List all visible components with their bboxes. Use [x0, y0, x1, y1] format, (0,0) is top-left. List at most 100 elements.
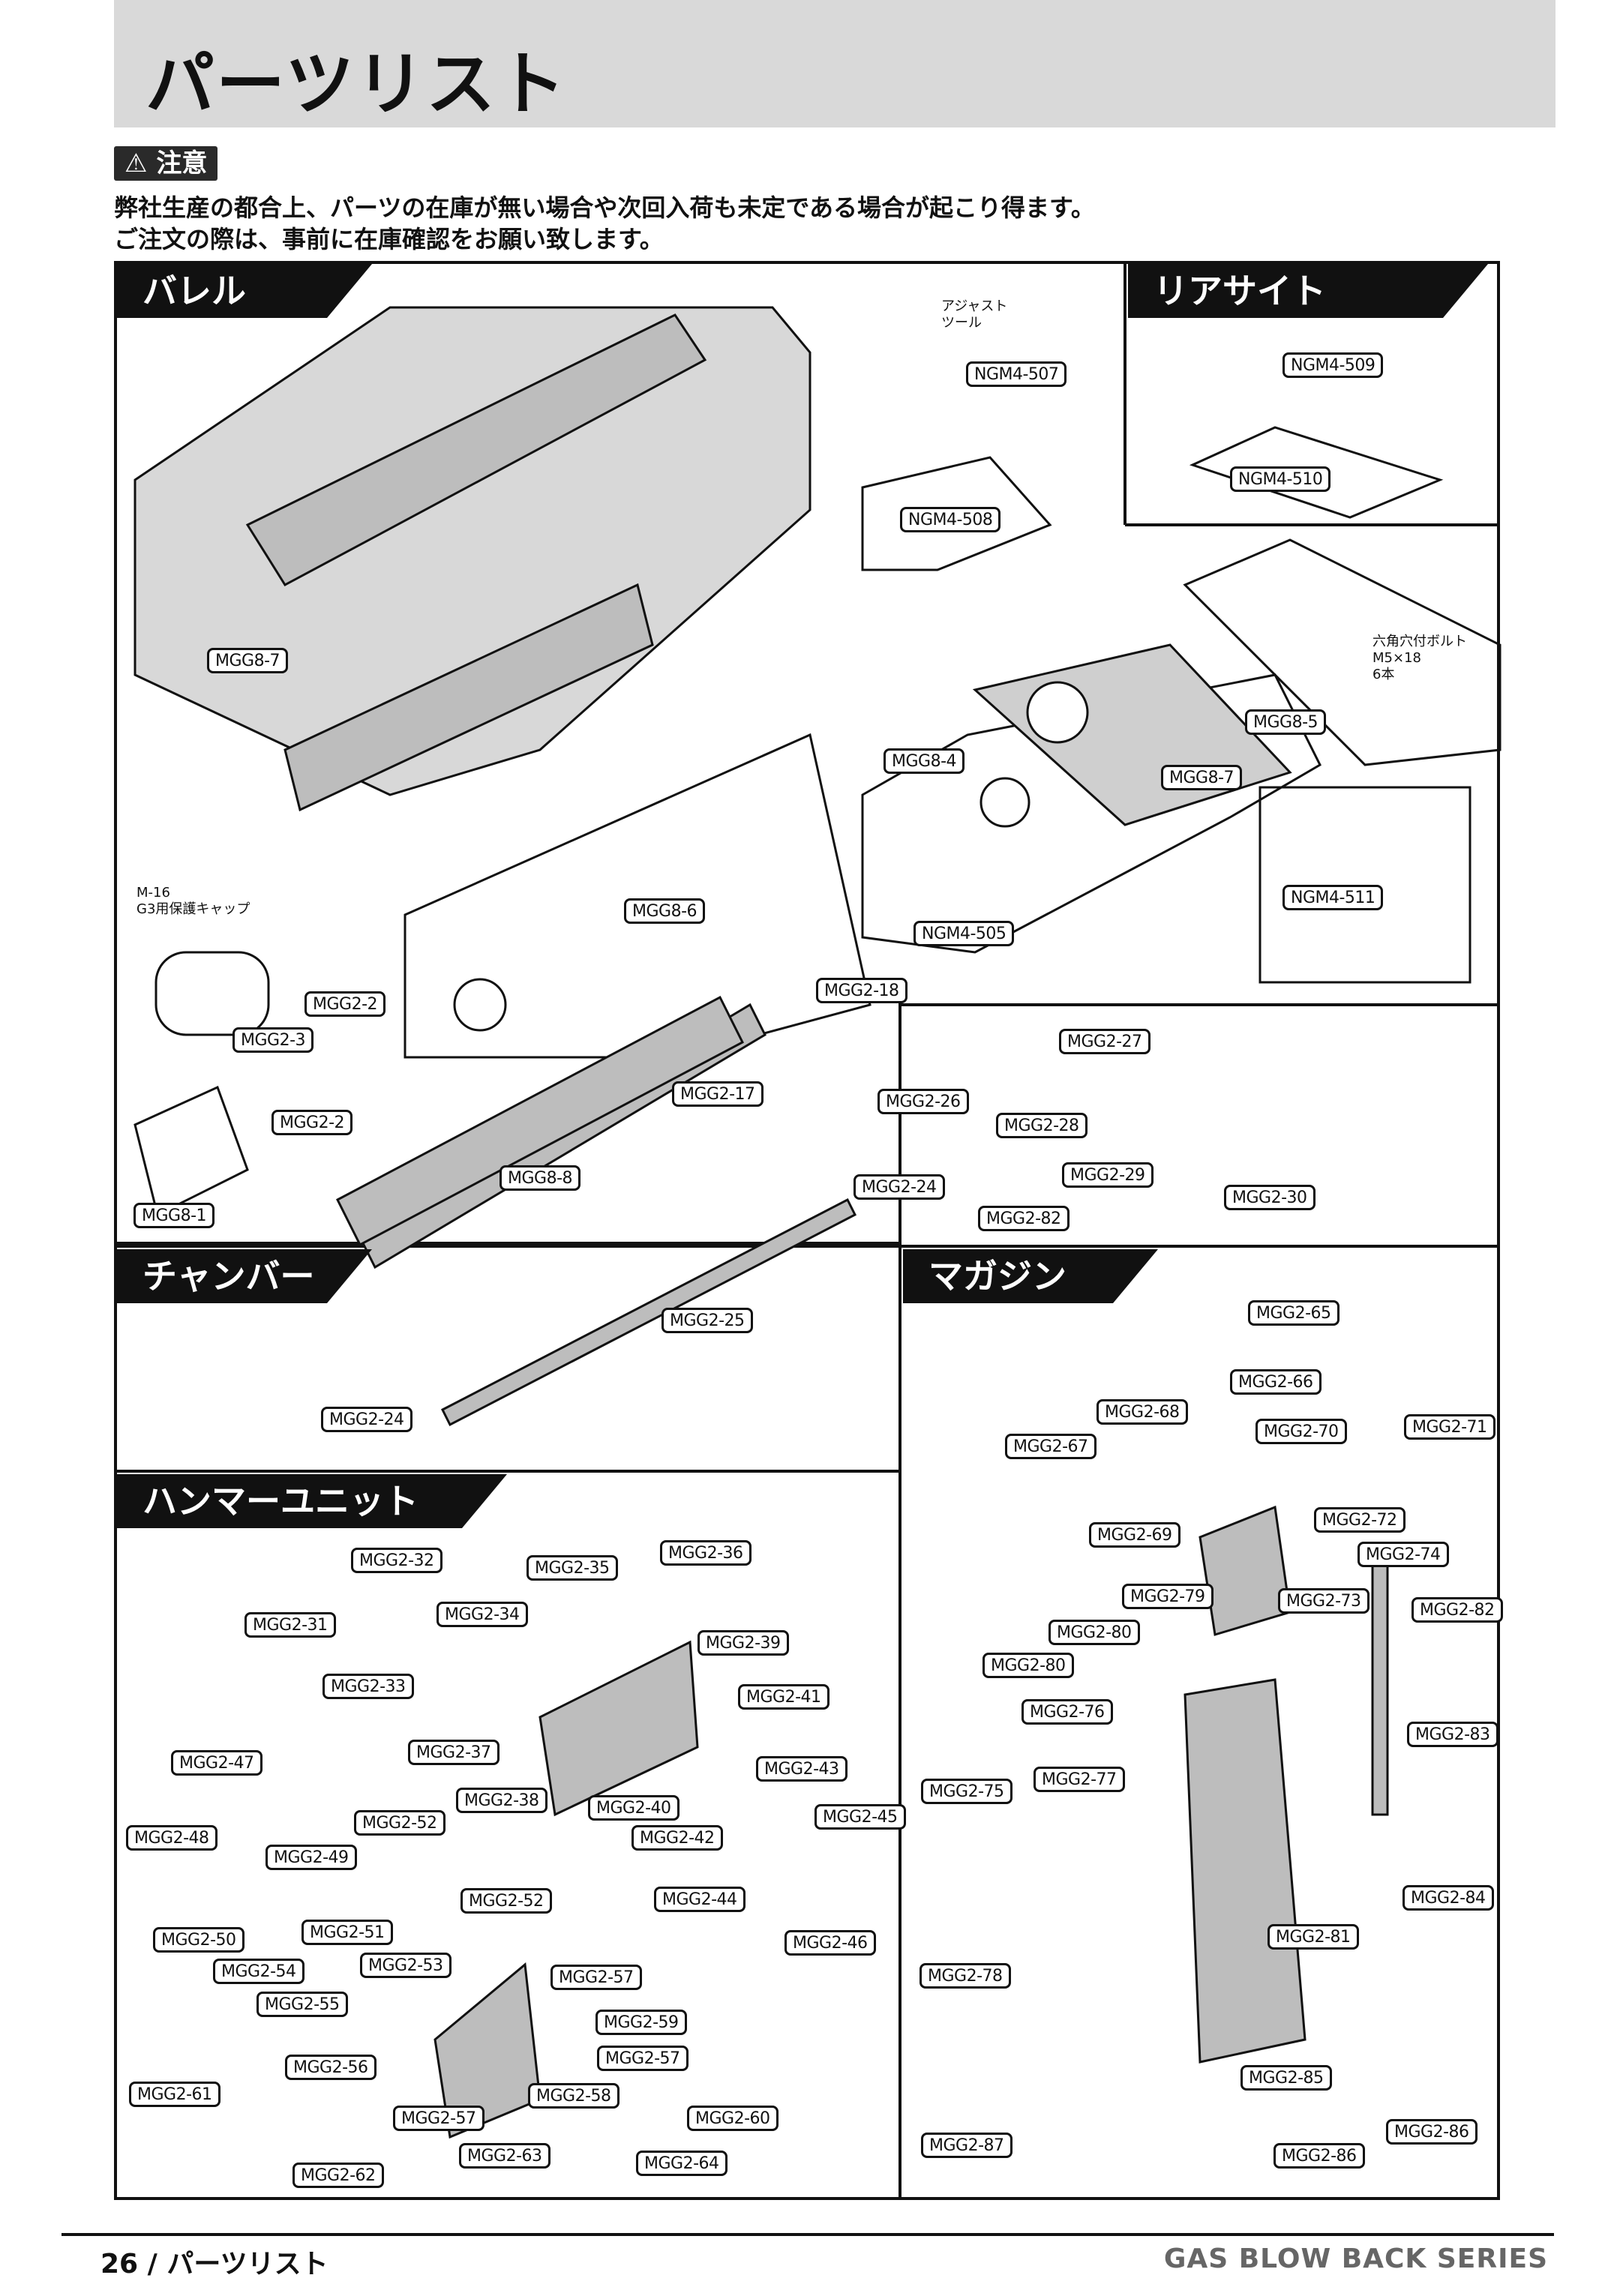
part-label: MGG2-24: [854, 1174, 945, 1200]
part-label: MGG2-61: [129, 2082, 220, 2107]
part-label: MGG2-41: [738, 1684, 830, 1710]
part-label: MGG2-80: [1048, 1620, 1140, 1645]
part-label: MGG8-5: [1245, 709, 1327, 735]
part-label: MGG2-40: [588, 1795, 680, 1821]
part-label: MGG2-53: [360, 1953, 452, 1978]
part-label: MGG2-3: [232, 1027, 314, 1053]
part-label: NGM4-509: [1282, 352, 1384, 378]
part-label: MGG2-24: [321, 1407, 412, 1432]
part-label: MGG2-27: [1059, 1029, 1150, 1054]
footer-series: GAS BLOW BACK SERIES: [1163, 2244, 1548, 2274]
note-hex-bolt: 六角穴付ボルト M5×18 6本: [1372, 634, 1467, 682]
part-label: MGG2-25: [662, 1308, 753, 1333]
part-label: MGG2-66: [1230, 1369, 1322, 1395]
parts-diagram-frame: [114, 261, 1500, 2200]
part-label: MGG2-78: [920, 1963, 1011, 1989]
part-label: MGG2-76: [1022, 1699, 1113, 1725]
part-label: MGG2-29: [1062, 1162, 1154, 1188]
part-label: MGG2-49: [266, 1845, 357, 1870]
part-label: MGG2-32: [351, 1548, 442, 1573]
part-label: MGG2-39: [698, 1630, 789, 1656]
part-label: MGG2-47: [171, 1750, 262, 1776]
part-label: MGG2-56: [285, 2055, 376, 2080]
part-label: MGG2-51: [302, 1920, 393, 1945]
part-label: MGG2-65: [1248, 1300, 1340, 1326]
part-label: MGG2-73: [1278, 1588, 1370, 1614]
part-label: MGG8-8: [500, 1165, 581, 1191]
part-label: NGM4-510: [1230, 466, 1331, 492]
part-label: MGG2-46: [784, 1930, 876, 1956]
part-label: NGM4-511: [1282, 885, 1384, 910]
caution-text-2: ご注文の際は、事前に在庫確認をお願い致します。: [114, 225, 664, 253]
section-title-chamber: チャンバー: [117, 1249, 372, 1303]
section-title-rear-sight: リアサイト: [1128, 264, 1488, 318]
part-label: MGG2-44: [654, 1887, 746, 1912]
part-label: MGG2-60: [687, 2106, 778, 2131]
part-label: MGG2-81: [1268, 1924, 1359, 1950]
part-label: MGG2-62: [292, 2163, 384, 2188]
part-label: MGG2-35: [526, 1555, 618, 1581]
part-label: MGG2-59: [596, 2010, 687, 2035]
part-label: MGG8-7: [1161, 765, 1243, 790]
part-label: MGG8-6: [624, 898, 706, 924]
part-label: MGG2-75: [921, 1779, 1012, 1804]
part-label: MGG2-2: [272, 1110, 353, 1135]
section-title-magazine: マガジン: [903, 1249, 1158, 1303]
part-label: MGG2-83: [1407, 1722, 1498, 1747]
part-label: MGG2-42: [632, 1825, 723, 1851]
part-label: MGG2-30: [1224, 1185, 1316, 1210]
part-label: MGG8-7: [207, 648, 289, 673]
part-label: MGG2-54: [213, 1959, 304, 1984]
part-label: MGG2-55: [256, 1992, 348, 2017]
part-label: MGG2-26: [878, 1089, 969, 1114]
part-label: MGG2-52: [354, 1810, 446, 1836]
caution-badge: ⚠ 注意: [114, 146, 218, 181]
part-label: MGG2-82: [978, 1206, 1070, 1231]
caution-text-1: 弊社生産の都合上、パーツの在庫が無い場合や次回入荷も未定である場合が起こり得ます…: [114, 193, 1095, 222]
part-label: MGG2-36: [660, 1540, 752, 1566]
part-label: MGG2-2: [304, 991, 386, 1017]
part-label: MGG8-1: [134, 1203, 215, 1228]
part-label: MGG2-72: [1314, 1507, 1406, 1533]
part-label: MGG2-64: [636, 2151, 728, 2176]
part-label: MGG2-45: [814, 1804, 906, 1830]
part-label: MGG2-69: [1089, 1522, 1180, 1548]
part-label: MGG2-37: [408, 1740, 500, 1765]
page-header: パーツリスト: [114, 0, 1556, 127]
part-label: MGG2-71: [1404, 1414, 1496, 1440]
part-label: MGG2-52: [460, 1888, 552, 1914]
part-label: MGG2-58: [528, 2083, 620, 2109]
part-label: MGG2-31: [244, 1612, 336, 1638]
part-label: MGG2-57: [597, 2046, 688, 2071]
part-label: MGG2-85: [1240, 2065, 1332, 2091]
part-label: MGG2-77: [1034, 1767, 1125, 1792]
part-label: NGM4-507: [966, 361, 1067, 387]
part-label: MGG8-4: [884, 748, 965, 774]
part-label: MGG2-79: [1122, 1584, 1214, 1609]
part-label: MGG2-80: [982, 1653, 1074, 1678]
part-label: MGG2-82: [1412, 1597, 1503, 1623]
page-title: パーツリスト: [146, 44, 568, 124]
part-label: MGG2-63: [459, 2143, 550, 2169]
part-label: MGG2-86: [1386, 2119, 1478, 2145]
part-label: MGG2-50: [153, 1927, 244, 1953]
note-adjust-tool: アジャスト ツール: [941, 298, 1008, 331]
part-label: MGG2-34: [436, 1602, 528, 1627]
part-label: MGG2-70: [1256, 1419, 1347, 1444]
part-label: MGG2-28: [996, 1113, 1088, 1138]
part-label: MGG2-33: [322, 1674, 414, 1699]
footer-rule: [62, 2233, 1554, 2236]
part-label: MGG2-48: [126, 1825, 218, 1851]
part-label: MGG2-57: [393, 2106, 484, 2131]
part-label: MGG2-43: [756, 1756, 848, 1782]
footer-page-number: 26 / パーツリスト: [100, 2249, 328, 2280]
part-label: MGG2-87: [921, 2133, 1012, 2158]
part-label: MGG2-74: [1358, 1542, 1449, 1567]
part-label: NGM4-508: [900, 507, 1001, 532]
part-label: MGG2-86: [1274, 2143, 1365, 2169]
section-title-barrel: バレル: [117, 264, 372, 318]
part-label: MGG2-38: [456, 1788, 548, 1813]
part-label: NGM4-505: [914, 921, 1015, 946]
part-label: MGG2-68: [1096, 1399, 1188, 1425]
